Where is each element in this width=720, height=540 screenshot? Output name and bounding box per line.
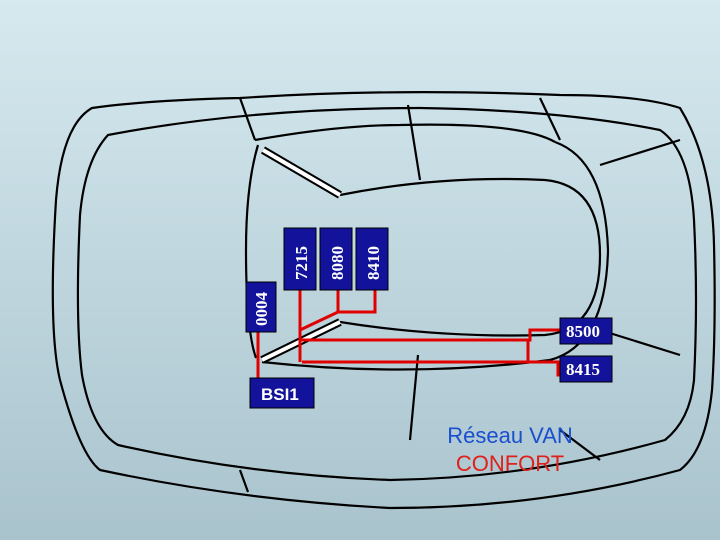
svg-text:8500: 8500 [566,322,600,341]
module-0004: 0004 [245,281,277,333]
module-8410: 8410 [355,227,389,291]
module-8415: 8415 [559,355,613,383]
caption-line-2: CONFORT [455,451,565,476]
module-bsi1: BSI1 [249,377,315,409]
module-8080: 8080 [319,227,353,291]
network-caption: Réseau VAN CONFORT [420,422,600,478]
svg-text:7215: 7215 [292,246,311,280]
module-7215: 7215 [283,227,317,291]
car-outline [51,91,716,510]
svg-text:BSI1: BSI1 [261,385,299,404]
svg-text:8080: 8080 [328,246,347,280]
svg-text:8410: 8410 [364,246,383,280]
svg-text:8415: 8415 [566,360,600,379]
module-8500: 8500 [559,317,613,345]
caption-line-1: Réseau VAN [447,423,573,448]
van-network-wiring [256,290,560,378]
svg-text:0004: 0004 [252,292,271,327]
